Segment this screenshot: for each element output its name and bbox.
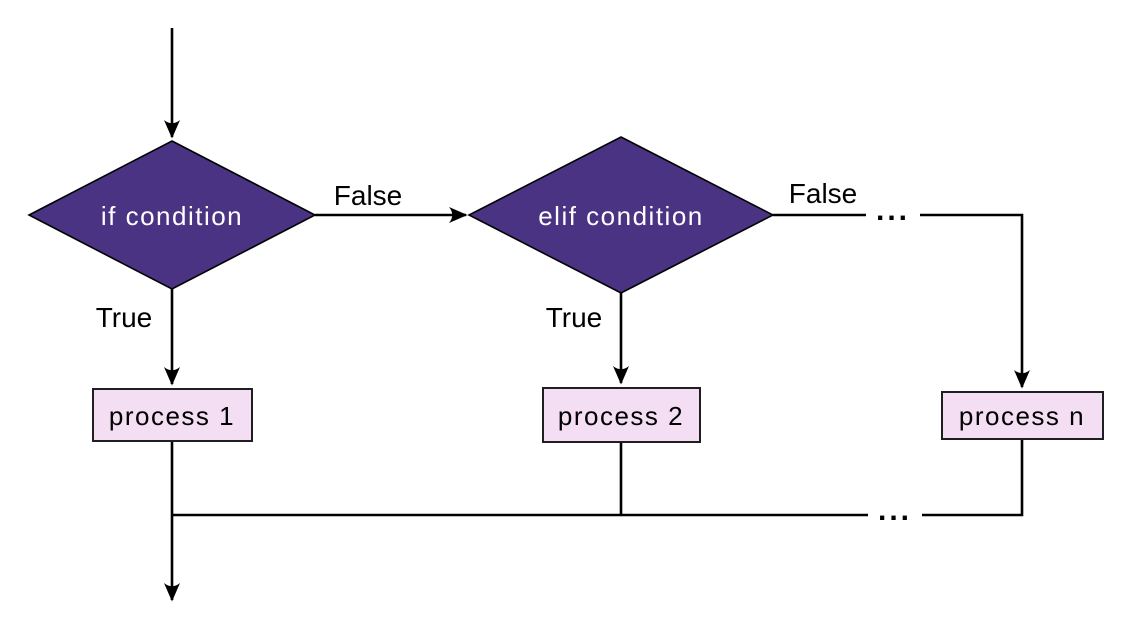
process1-box bbox=[92, 388, 253, 442]
processn-box bbox=[941, 391, 1104, 440]
false-edge-2-segment-b bbox=[920, 213, 1030, 389]
processn-label: process n bbox=[959, 401, 1085, 431]
process1-label: process 1 bbox=[109, 401, 235, 431]
ellipsis-top: ... bbox=[876, 194, 910, 227]
processn-merge-edge bbox=[922, 439, 1024, 517]
decision-if-label: if condition bbox=[101, 201, 243, 231]
decision-if-diamond bbox=[27, 140, 317, 290]
false-label-2: False bbox=[789, 178, 857, 209]
true-label-1: True bbox=[96, 302, 153, 333]
decision-elif-diamond bbox=[467, 136, 775, 294]
false-label-1: False bbox=[334, 180, 402, 211]
decision-elif-label: elif condition bbox=[538, 201, 704, 231]
true-label-2: True bbox=[546, 302, 603, 333]
process2-box bbox=[542, 387, 701, 443]
process2-label: process 2 bbox=[558, 401, 684, 431]
ellipsis-bottom: ... bbox=[878, 494, 912, 527]
